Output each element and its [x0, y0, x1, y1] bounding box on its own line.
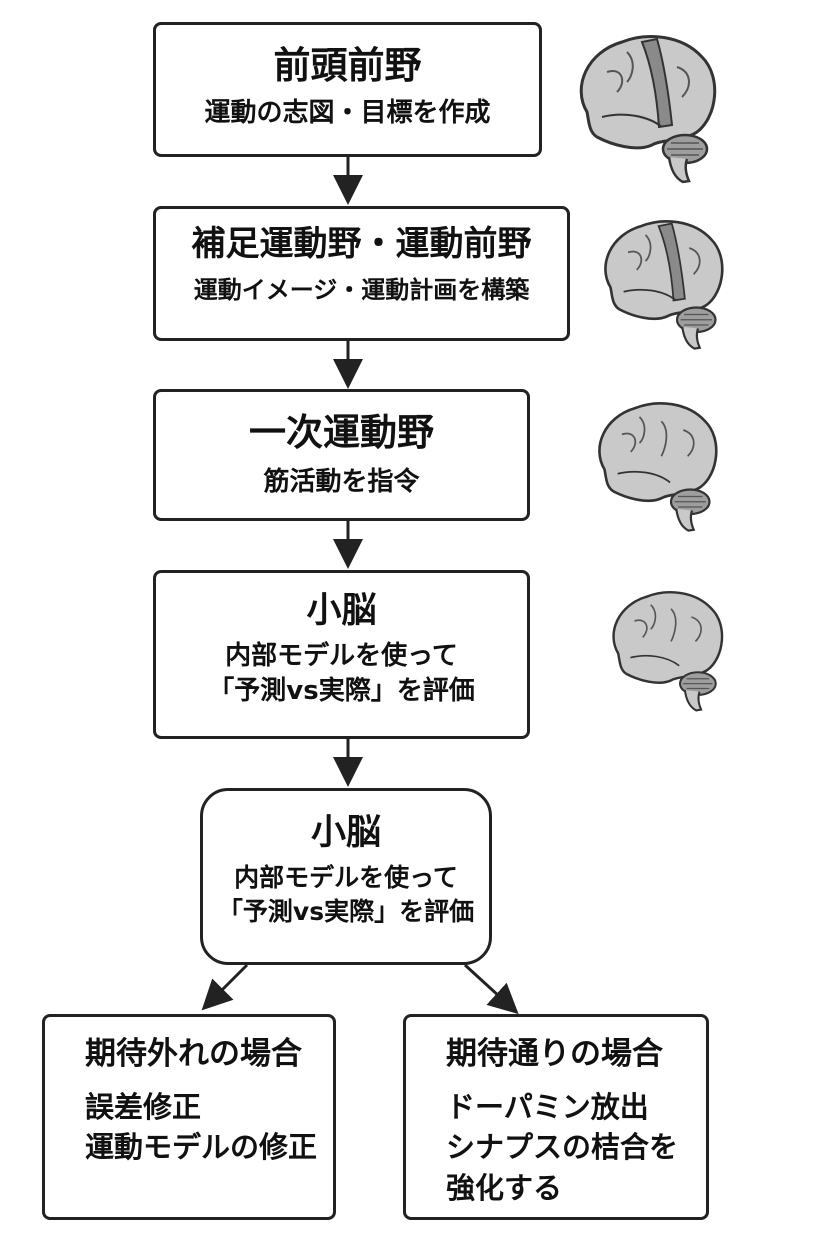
step-description: 運動イメージ・運動計画を構築: [193, 276, 530, 305]
step-title: 小脳: [306, 591, 377, 631]
step-description: 運動の志図・目標を作成: [204, 97, 491, 128]
step-box-cerebellum-evaluate: 小脳 内部モデルを使って 「予測vs実際」を評価: [200, 788, 492, 965]
step-title: 前頭前野: [273, 44, 422, 87]
outcome-box-expected: 期待通りの場合 ドーパミン放出 シナプスの桔合を 強化する: [403, 1014, 709, 1220]
step-line-1: 内部モデルを使って: [225, 641, 458, 672]
arrow-diagonal-icon: [201, 963, 249, 1011]
outcome-line: ドーパミン放出: [446, 1089, 649, 1124]
step-title: 補足運動野・運動前野: [191, 224, 532, 264]
outcome-title: 期待外れの場合: [85, 1036, 302, 1072]
outcome-line: 誤差修正: [85, 1089, 202, 1124]
step-line-1: 内部モデルを使って: [234, 863, 458, 893]
step-description: 筋活動を指令: [263, 466, 420, 497]
brain-icon: [612, 591, 724, 712]
step-box-cerebellum: 小脳 内部モデルを使って 「予測vs実際」を評価: [153, 570, 530, 739]
arrow-diagonal-icon: [463, 963, 519, 1015]
step-title: 一次運動野: [249, 411, 434, 454]
step-box-primary-motor: 一次運動野 筋活動を指令: [153, 389, 530, 521]
outcome-line: 強化する: [446, 1170, 563, 1205]
brain-icon: [604, 220, 724, 350]
step-box-prefrontal: 前頭前野 運動の志図・目標を作成: [153, 22, 542, 157]
outcome-title: 期待通りの場合: [446, 1036, 663, 1072]
outcome-line: シナプスの桔合を: [446, 1130, 679, 1165]
outcome-line: 運動モデルの修正: [85, 1130, 318, 1165]
brain-icon: [598, 402, 718, 532]
step-line-2: 「予測vs実際」を評価: [208, 676, 475, 707]
step-box-premotor: 補足運動野・運動前野 運動イメージ・運動計画を構築: [153, 206, 570, 341]
outcome-box-unexpected: 期待外れの場合 誤差修正 運動モデルの修正: [42, 1014, 336, 1220]
step-title: 小脳: [310, 813, 381, 853]
step-line-2: 「予測vs実際」を評価: [217, 897, 475, 926]
brain-icon: [579, 35, 717, 184]
